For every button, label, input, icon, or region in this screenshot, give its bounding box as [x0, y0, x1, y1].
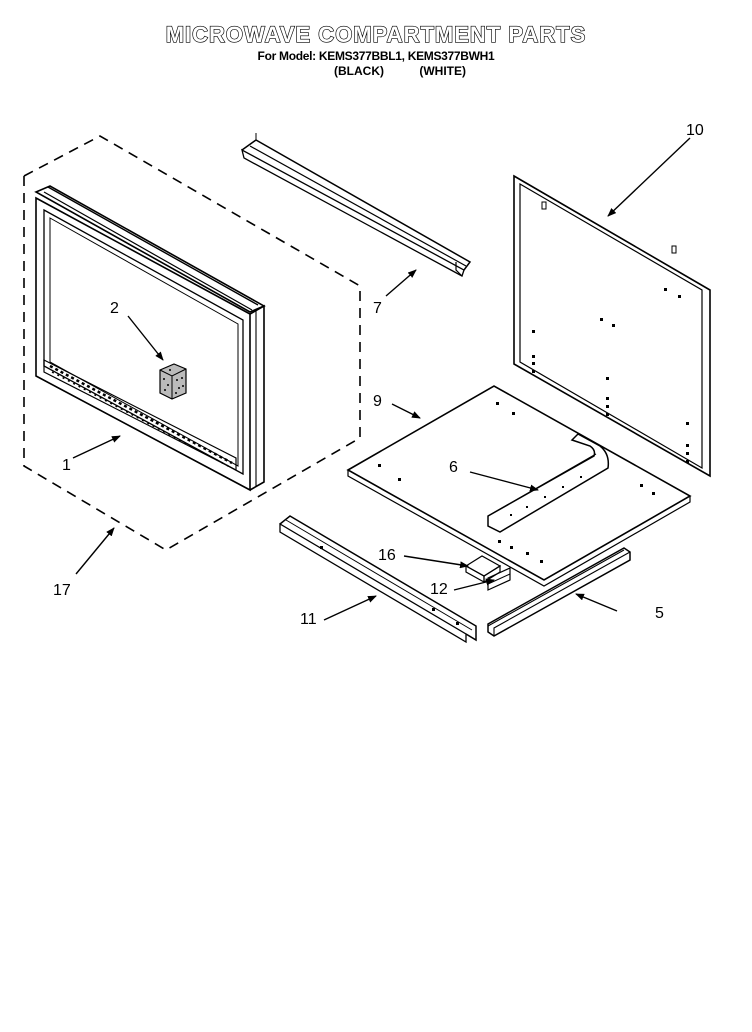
part-5-front-rail	[487, 547, 631, 637]
part-9-bottom-shelf	[346, 385, 692, 587]
part-16-connector	[464, 555, 502, 584]
part-6-bracket	[487, 433, 610, 533]
part-7-trim-strip	[241, 133, 472, 277]
leader-12	[453, 578, 495, 591]
callout-2: 2	[110, 300, 119, 317]
leader-11	[323, 595, 377, 621]
callout-17: 17	[53, 582, 71, 599]
leader-6	[469, 471, 539, 492]
part-10-back-panel	[513, 174, 711, 478]
color-variants: (BLACK) (WHITE)	[48, 64, 752, 78]
leader-10	[607, 137, 691, 217]
leader-1	[72, 435, 121, 459]
leader-16	[403, 555, 469, 569]
leader-2	[127, 315, 164, 361]
leader-lines	[72, 137, 691, 621]
callout-labels: 1 2 5 6 7 9 10 11 12 16 17	[53, 122, 704, 628]
color-black-label: (BLACK)	[334, 64, 384, 78]
color-white-label: (WHITE)	[419, 64, 466, 78]
page-title: MICROWAVE COMPARTMENT PARTS	[165, 21, 587, 47]
callout-12: 12	[430, 581, 448, 598]
callout-9: 9	[373, 393, 382, 410]
part-11-side-rail	[279, 515, 477, 644]
callout-10: 10	[686, 122, 704, 139]
callout-16: 16	[378, 547, 396, 564]
callout-1: 1	[62, 457, 71, 474]
leader-7	[385, 269, 417, 297]
model-numbers: For Model: KEMS377BBL1, KEMS377BWH1	[257, 49, 495, 63]
leader-9	[391, 403, 421, 419]
callout-7: 7	[373, 300, 382, 317]
diagram-header: MICROWAVE COMPARTMENT PARTS For Model: K…	[0, 21, 752, 78]
callout-6: 6	[449, 459, 458, 476]
callout-11: 11	[300, 611, 317, 628]
part-17-dashed-outline	[23, 135, 361, 551]
part-2-foam-block	[159, 363, 187, 400]
leader-5	[575, 593, 618, 612]
part-1-microwave-frame	[34, 185, 266, 492]
callout-5: 5	[655, 605, 664, 622]
leader-17	[75, 527, 115, 575]
